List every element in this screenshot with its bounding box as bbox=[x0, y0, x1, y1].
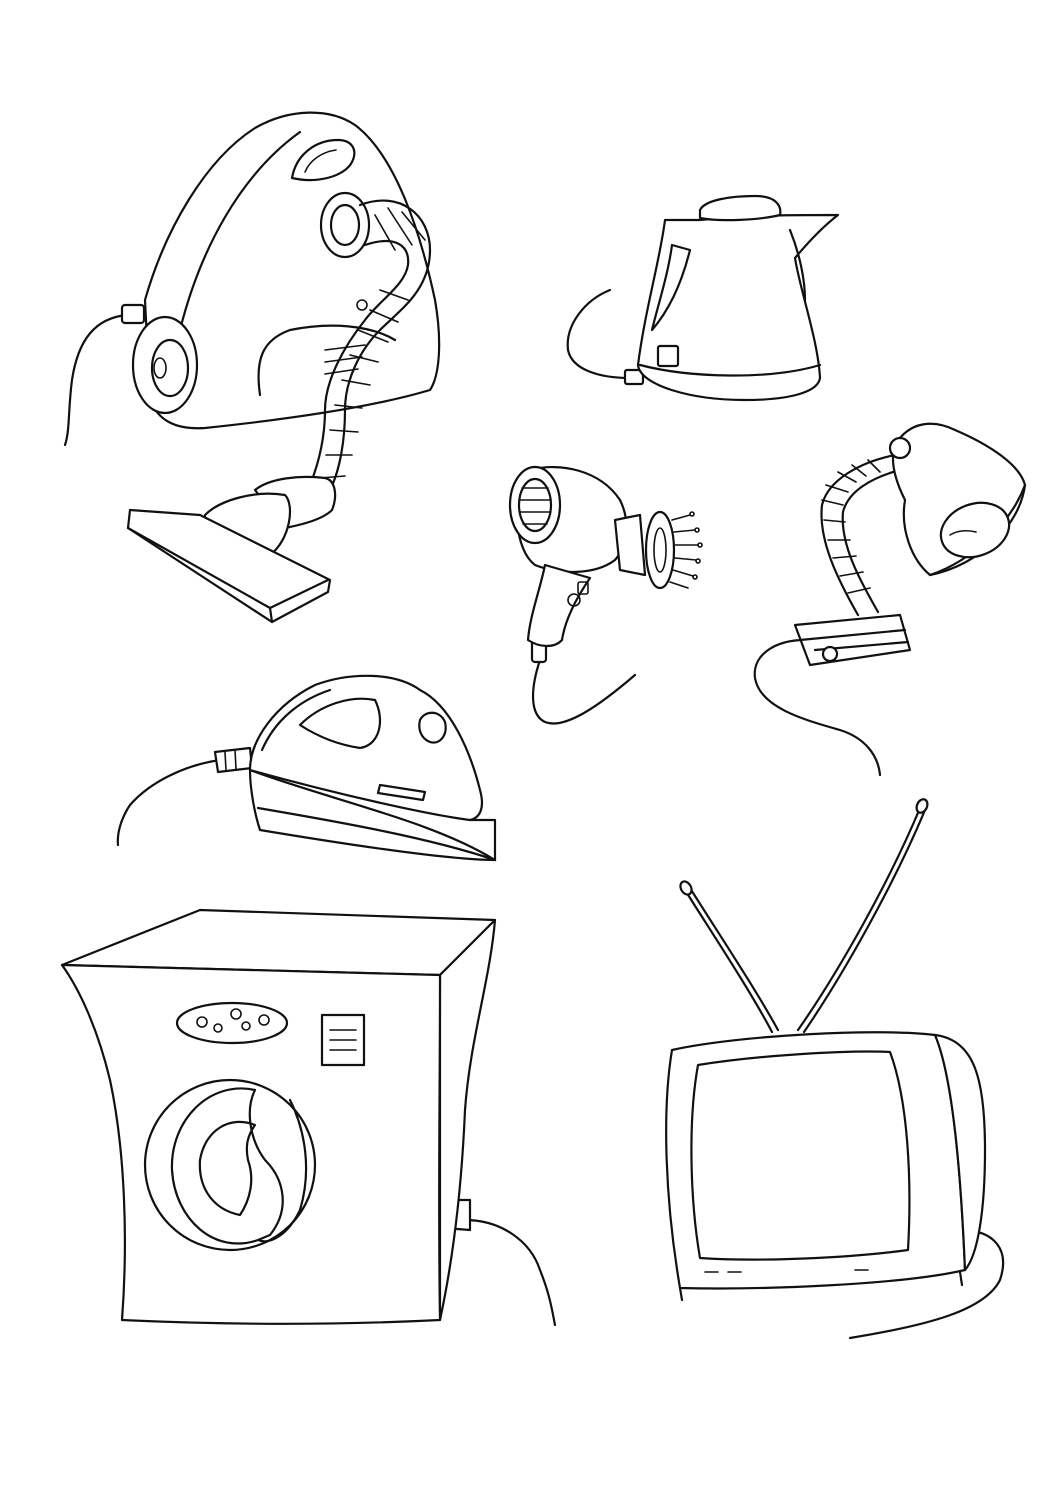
washing-machine-icon bbox=[60, 908, 557, 1327]
tv-icon bbox=[665, 798, 1005, 1340]
kettle-icon bbox=[566, 194, 840, 402]
vacuum-cleaner-icon bbox=[63, 111, 441, 624]
hair-dryer-icon bbox=[508, 465, 703, 725]
iron-icon bbox=[116, 674, 497, 862]
desk-lamp-icon bbox=[753, 422, 1027, 777]
